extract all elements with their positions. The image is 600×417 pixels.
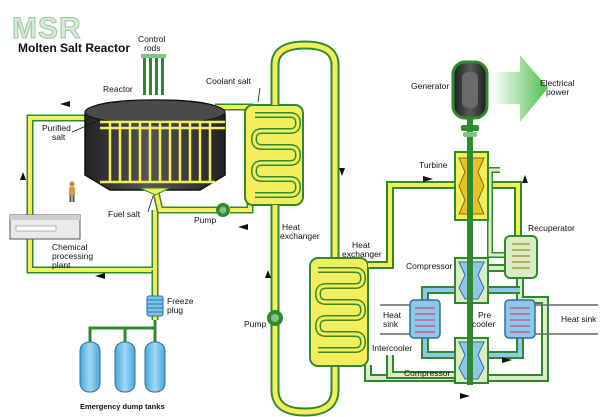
- compressor-bottom: [454, 337, 489, 384]
- label-generator: Generator: [411, 81, 449, 91]
- chemical-processing-plant: [9, 214, 81, 240]
- shaft-coupling: [461, 125, 479, 137]
- label-compressor-bottom: Compressor: [404, 368, 450, 378]
- label-heat-exchanger-1a: Heat: [282, 222, 301, 232]
- control-rods: [141, 54, 166, 95]
- label-reactor: Reactor: [103, 84, 133, 94]
- intercooler: [409, 299, 441, 339]
- label-control-rods-2: rods: [144, 43, 161, 53]
- label-precooler-1: Pre: [478, 310, 492, 320]
- label-turbine: Turbine: [419, 160, 448, 170]
- label-chemical-1: Chemical: [52, 242, 88, 252]
- label-precooler-2: cooler: [472, 319, 495, 329]
- label-recuperator: Recuperator: [528, 223, 575, 233]
- emergency-dump-tanks: [79, 341, 166, 393]
- fuel-outlet: [139, 187, 171, 196]
- label-emergency-tanks: Emergency dump tanks: [80, 402, 165, 411]
- logo-abbr: MSR: [12, 12, 82, 45]
- pump-2: [267, 310, 283, 326]
- label-intercooler: Intercooler: [372, 343, 412, 353]
- turbine-shaft: [467, 115, 473, 385]
- heat-exchanger-1: [244, 104, 304, 206]
- label-compressor-top: Compressor: [406, 261, 452, 271]
- worker-figure: [69, 181, 75, 202]
- label-purified-salt-2: salt: [52, 132, 66, 142]
- logo: MSR Molten Salt Reactor: [12, 12, 131, 56]
- label-electrical-power-2: power: [546, 87, 569, 97]
- label-chemical-2: processing: [52, 251, 93, 261]
- generator: [451, 60, 489, 120]
- label-control-rods-1: Control: [138, 34, 166, 44]
- turbine: [454, 151, 489, 221]
- label-pump-1: Pump: [194, 215, 216, 225]
- label-pump-2: Pump: [244, 319, 266, 329]
- label-heat-sink-left-1: Heat: [383, 310, 402, 320]
- label-heat-exchanger-1b: exchanger: [280, 231, 320, 241]
- pump-1: [216, 203, 230, 217]
- flow-arrows: [20, 101, 528, 399]
- logo-title: Molten Salt Reactor: [18, 41, 130, 55]
- freeze-plug: [146, 295, 164, 317]
- dump-tank-manifold: [88, 320, 157, 345]
- label-chemical-3: plant: [52, 260, 71, 270]
- label-heat-exchanger-2b: exchanger: [342, 249, 382, 259]
- recuperator: [504, 235, 538, 279]
- coolant-loop-pipe: [272, 42, 338, 262]
- electrical-power-arrow: [492, 55, 548, 122]
- heat-sink-water-lines: [380, 304, 598, 335]
- label-purified-salt-1: Purified: [42, 123, 71, 133]
- chem-loop-pipe: [28, 210, 157, 272]
- leader-lines: [71, 87, 261, 213]
- label-freeze-plug-2: plug: [167, 305, 183, 315]
- reactor-core-channels: [100, 120, 225, 184]
- heat-exchanger-2: [309, 257, 369, 367]
- compressor-top: [454, 257, 489, 304]
- label-coolant-salt: Coolant salt: [206, 76, 252, 86]
- label-heat-sink-left-2: sink: [383, 319, 399, 329]
- precooler: [504, 299, 536, 339]
- reactor-vessel: [84, 99, 226, 191]
- label-freeze-plug-1: Freeze: [167, 296, 194, 306]
- label-heat-exchanger-2a: Heat: [352, 240, 371, 250]
- label-fuel-salt: Fuel salt: [108, 209, 141, 219]
- labels: Control rods Reactor Coolant salt Purifi…: [42, 34, 597, 411]
- label-electrical-power-1: Electrical: [540, 78, 575, 88]
- purified-salt-pipe: [28, 116, 100, 240]
- label-heat-sink-right: Heat sink: [561, 314, 597, 324]
